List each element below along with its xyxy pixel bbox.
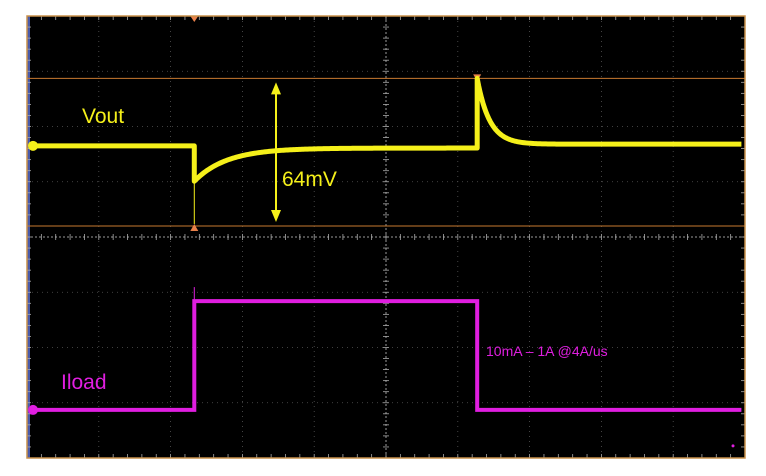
channel2-marker-icon: [28, 404, 38, 415]
channel1-marker-icon: [28, 140, 38, 151]
screen-border: [26, 15, 746, 459]
iload-trace: [30, 299, 742, 412]
delta-arrow: [271, 82, 281, 222]
arrow-up-icon: [271, 82, 281, 95]
channel2-offset-marker-icon: [731, 444, 735, 448]
load-step-label: 10mA – 1A @4A/us: [486, 343, 608, 359]
trigger-marker-icon: [190, 16, 199, 22]
delta-voltage-label: 64mV: [282, 168, 337, 191]
vout-label: Vout: [82, 105, 124, 128]
iload-label: Iload: [61, 371, 107, 394]
arrow-down-icon: [271, 209, 281, 222]
vout-trace: [30, 75, 743, 184]
cursor-marker-icon: [190, 223, 199, 231]
